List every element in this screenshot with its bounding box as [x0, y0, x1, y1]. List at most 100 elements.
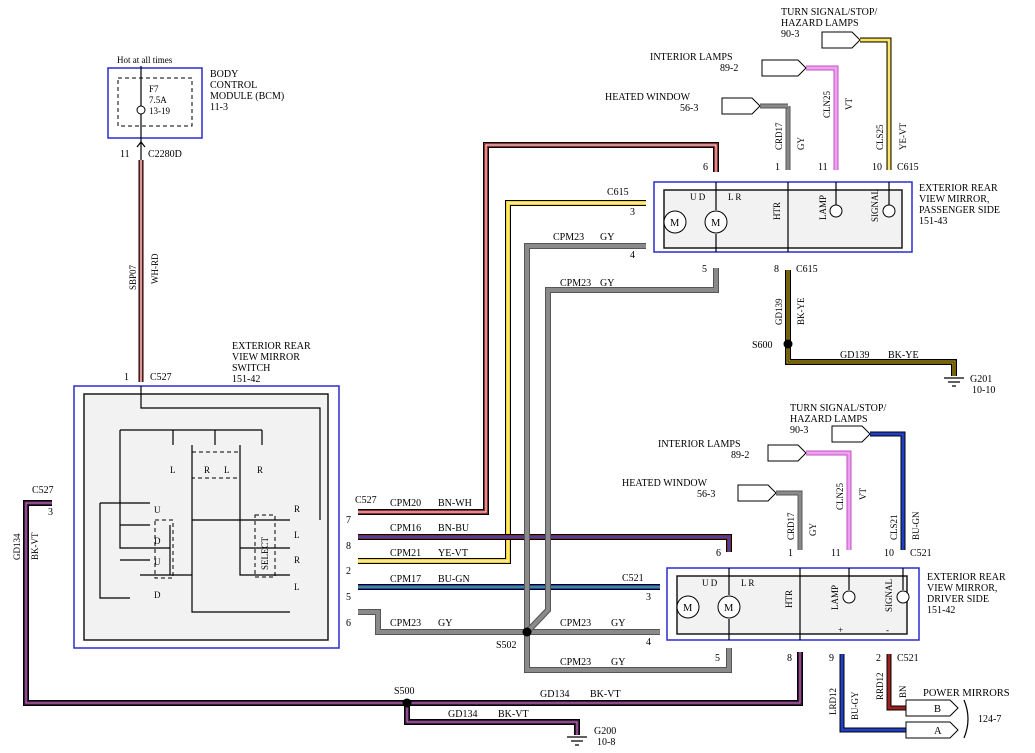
gd134-circuit-left: GD134	[12, 533, 22, 560]
splice-s500-label: S500	[394, 686, 415, 697]
bcm-pin: 11	[120, 149, 130, 160]
driver-lr: L R	[741, 578, 754, 588]
passenger-feed-interior-2: 89-2	[720, 63, 738, 74]
driver-interior-tag-icon	[767, 444, 807, 462]
passenger-cls25: CLS25	[875, 124, 885, 150]
passenger-interior-tag-icon	[761, 59, 807, 77]
passenger-motor-lr	[704, 210, 728, 234]
ground-g201-icon	[944, 377, 964, 387]
driver-pin-2: 2	[876, 653, 881, 664]
driver-motor-m1: M	[683, 603, 693, 614]
switch-title-1: EXTERIOR REAR	[232, 341, 311, 352]
switch-pin-5: 5	[346, 592, 351, 603]
driver-pin-3: 3	[646, 592, 651, 603]
passenger-pin-1: 1	[775, 162, 780, 173]
gd139-color: BK-YE	[796, 297, 806, 325]
switch-right-r1: R	[294, 504, 300, 514]
passenger-lamp: LAMP	[818, 195, 828, 220]
driver-motor-m2: M	[724, 603, 734, 614]
driver-title-2: VIEW MIRROR,	[927, 583, 997, 594]
splice-s502	[522, 627, 532, 637]
driver-motor-ud	[676, 595, 700, 619]
fuse-icon	[136, 105, 146, 115]
driver-signal-bulb-icon	[896, 590, 910, 604]
rrd12-color: BN	[898, 685, 908, 698]
passenger-mirror: M M U D L R HTR LAMP SIGNAL EXTERIOR REA…	[605, 7, 1000, 396]
passenger-lr: L R	[728, 192, 741, 202]
cpm21-circuit: CPM21	[390, 548, 421, 559]
sbp07-circuit: SBP07	[128, 264, 138, 290]
wire-driver-feeds	[776, 431, 906, 550]
bcm-fuse-line-2: 7.5A	[149, 95, 167, 105]
passenger-feed-heated-2: 56-3	[680, 103, 698, 114]
cpm23-color-e: GY	[611, 657, 625, 668]
driver-title-4: 151-42	[927, 605, 955, 616]
driver-feed-heated-2: 56-3	[697, 489, 715, 500]
bcm-title-2: CONTROL	[210, 80, 257, 91]
driver-feed-turn-3: 90-3	[790, 425, 808, 436]
switch-left-u1: U	[154, 505, 161, 515]
bcm-fuse-line-1: F7	[149, 84, 159, 94]
passenger-feed-turn-1: TURN SIGNAL/STOP/	[781, 7, 877, 18]
switch-left-d1: D	[154, 536, 161, 546]
power-mirrors-tag-b-icon	[905, 699, 959, 717]
switch-contact-r1: R	[204, 465, 210, 475]
passenger-ud: U D	[690, 192, 706, 202]
passenger-pin-10: 10	[872, 162, 882, 173]
splice-s600-label: S600	[752, 340, 773, 351]
driver-ud: U D	[702, 578, 718, 588]
sbp07-color: WH-RD	[150, 253, 160, 284]
gd134-color-bottom: BK-VT	[590, 689, 621, 700]
left-connector: C527	[32, 485, 54, 496]
wire-rrd12	[886, 654, 906, 711]
ground-g200: G200	[594, 726, 616, 737]
driver-feed-turn-1: TURN SIGNAL/STOP/	[790, 403, 886, 414]
driver-cln25-color: VT	[858, 488, 868, 500]
driver-cln25: CLN25	[835, 483, 845, 511]
driver-pin-11: 11	[831, 548, 841, 559]
driver-signal: SIGNAL	[884, 579, 894, 612]
gd134-circuit-branch: GD134	[448, 709, 477, 720]
driver-motor-lr	[717, 595, 741, 619]
cpm23-circuit-c: CPM23	[560, 278, 591, 289]
passenger-title-4: 151-43	[919, 216, 947, 227]
switch-top-connector: C527	[150, 372, 172, 383]
passenger-motor-ud	[663, 210, 687, 234]
cpm16-circuit: CPM16	[390, 523, 421, 534]
driver-pin-5: 5	[715, 653, 720, 664]
power-mirrors-brace-icon	[963, 699, 969, 739]
driver-mirror: M M U D L R HTR LAMP SIGNAL + - EXTERIOR…	[622, 403, 1006, 720]
passenger-turn-tag-icon	[821, 31, 861, 49]
passenger-connector-top: C615	[897, 162, 919, 173]
power-mirrors-tag-a-icon	[905, 721, 959, 739]
switch-body	[83, 393, 329, 641]
wire-lrd12	[839, 654, 906, 733]
bottom-labels: GD134 BK-VT GD134 BK-VT G200 10-8	[448, 689, 621, 748]
switch-pin-8: 8	[346, 541, 351, 552]
left-pin: 3	[48, 507, 53, 518]
driver-pin-10: 10	[884, 548, 894, 559]
power-mirrors-tag-a: A	[934, 726, 942, 737]
driver-lamp: LAMP	[830, 585, 840, 610]
switch-right-l1: L	[294, 530, 300, 540]
passenger-pin-5: 5	[702, 264, 707, 275]
switch-title-4: 151-42	[232, 374, 260, 385]
switch-right-l2: L	[294, 582, 300, 592]
driver-lamp-bulb-icon	[842, 590, 856, 604]
switch-pin-7: 7	[346, 515, 351, 526]
bcm-module: Hot at all times F7 7.5A 13-19 BODY CONT…	[107, 55, 284, 160]
lrd12-circuit: LRD12	[828, 688, 838, 715]
bcm-title-3: MODULE (BCM)	[210, 91, 284, 102]
gd139-circuit-h: GD139	[840, 350, 869, 361]
driver-pin-8: 8	[787, 653, 792, 664]
switch-right-r2: R	[294, 555, 300, 565]
passenger-motor-m2: M	[711, 218, 721, 229]
switch-connector: C527	[355, 495, 377, 506]
cpm23-circuit-a: CPM23	[390, 618, 421, 629]
rrd12-circuit: RRD12	[875, 672, 885, 700]
bcm-outline	[107, 67, 203, 139]
gd134-circuit-bottom: GD134	[540, 689, 569, 700]
switch-contact-l2: L	[224, 465, 230, 475]
power-mirrors: POWER MIRRORS B A 124-7	[905, 688, 1010, 739]
driver-outline	[666, 567, 920, 641]
